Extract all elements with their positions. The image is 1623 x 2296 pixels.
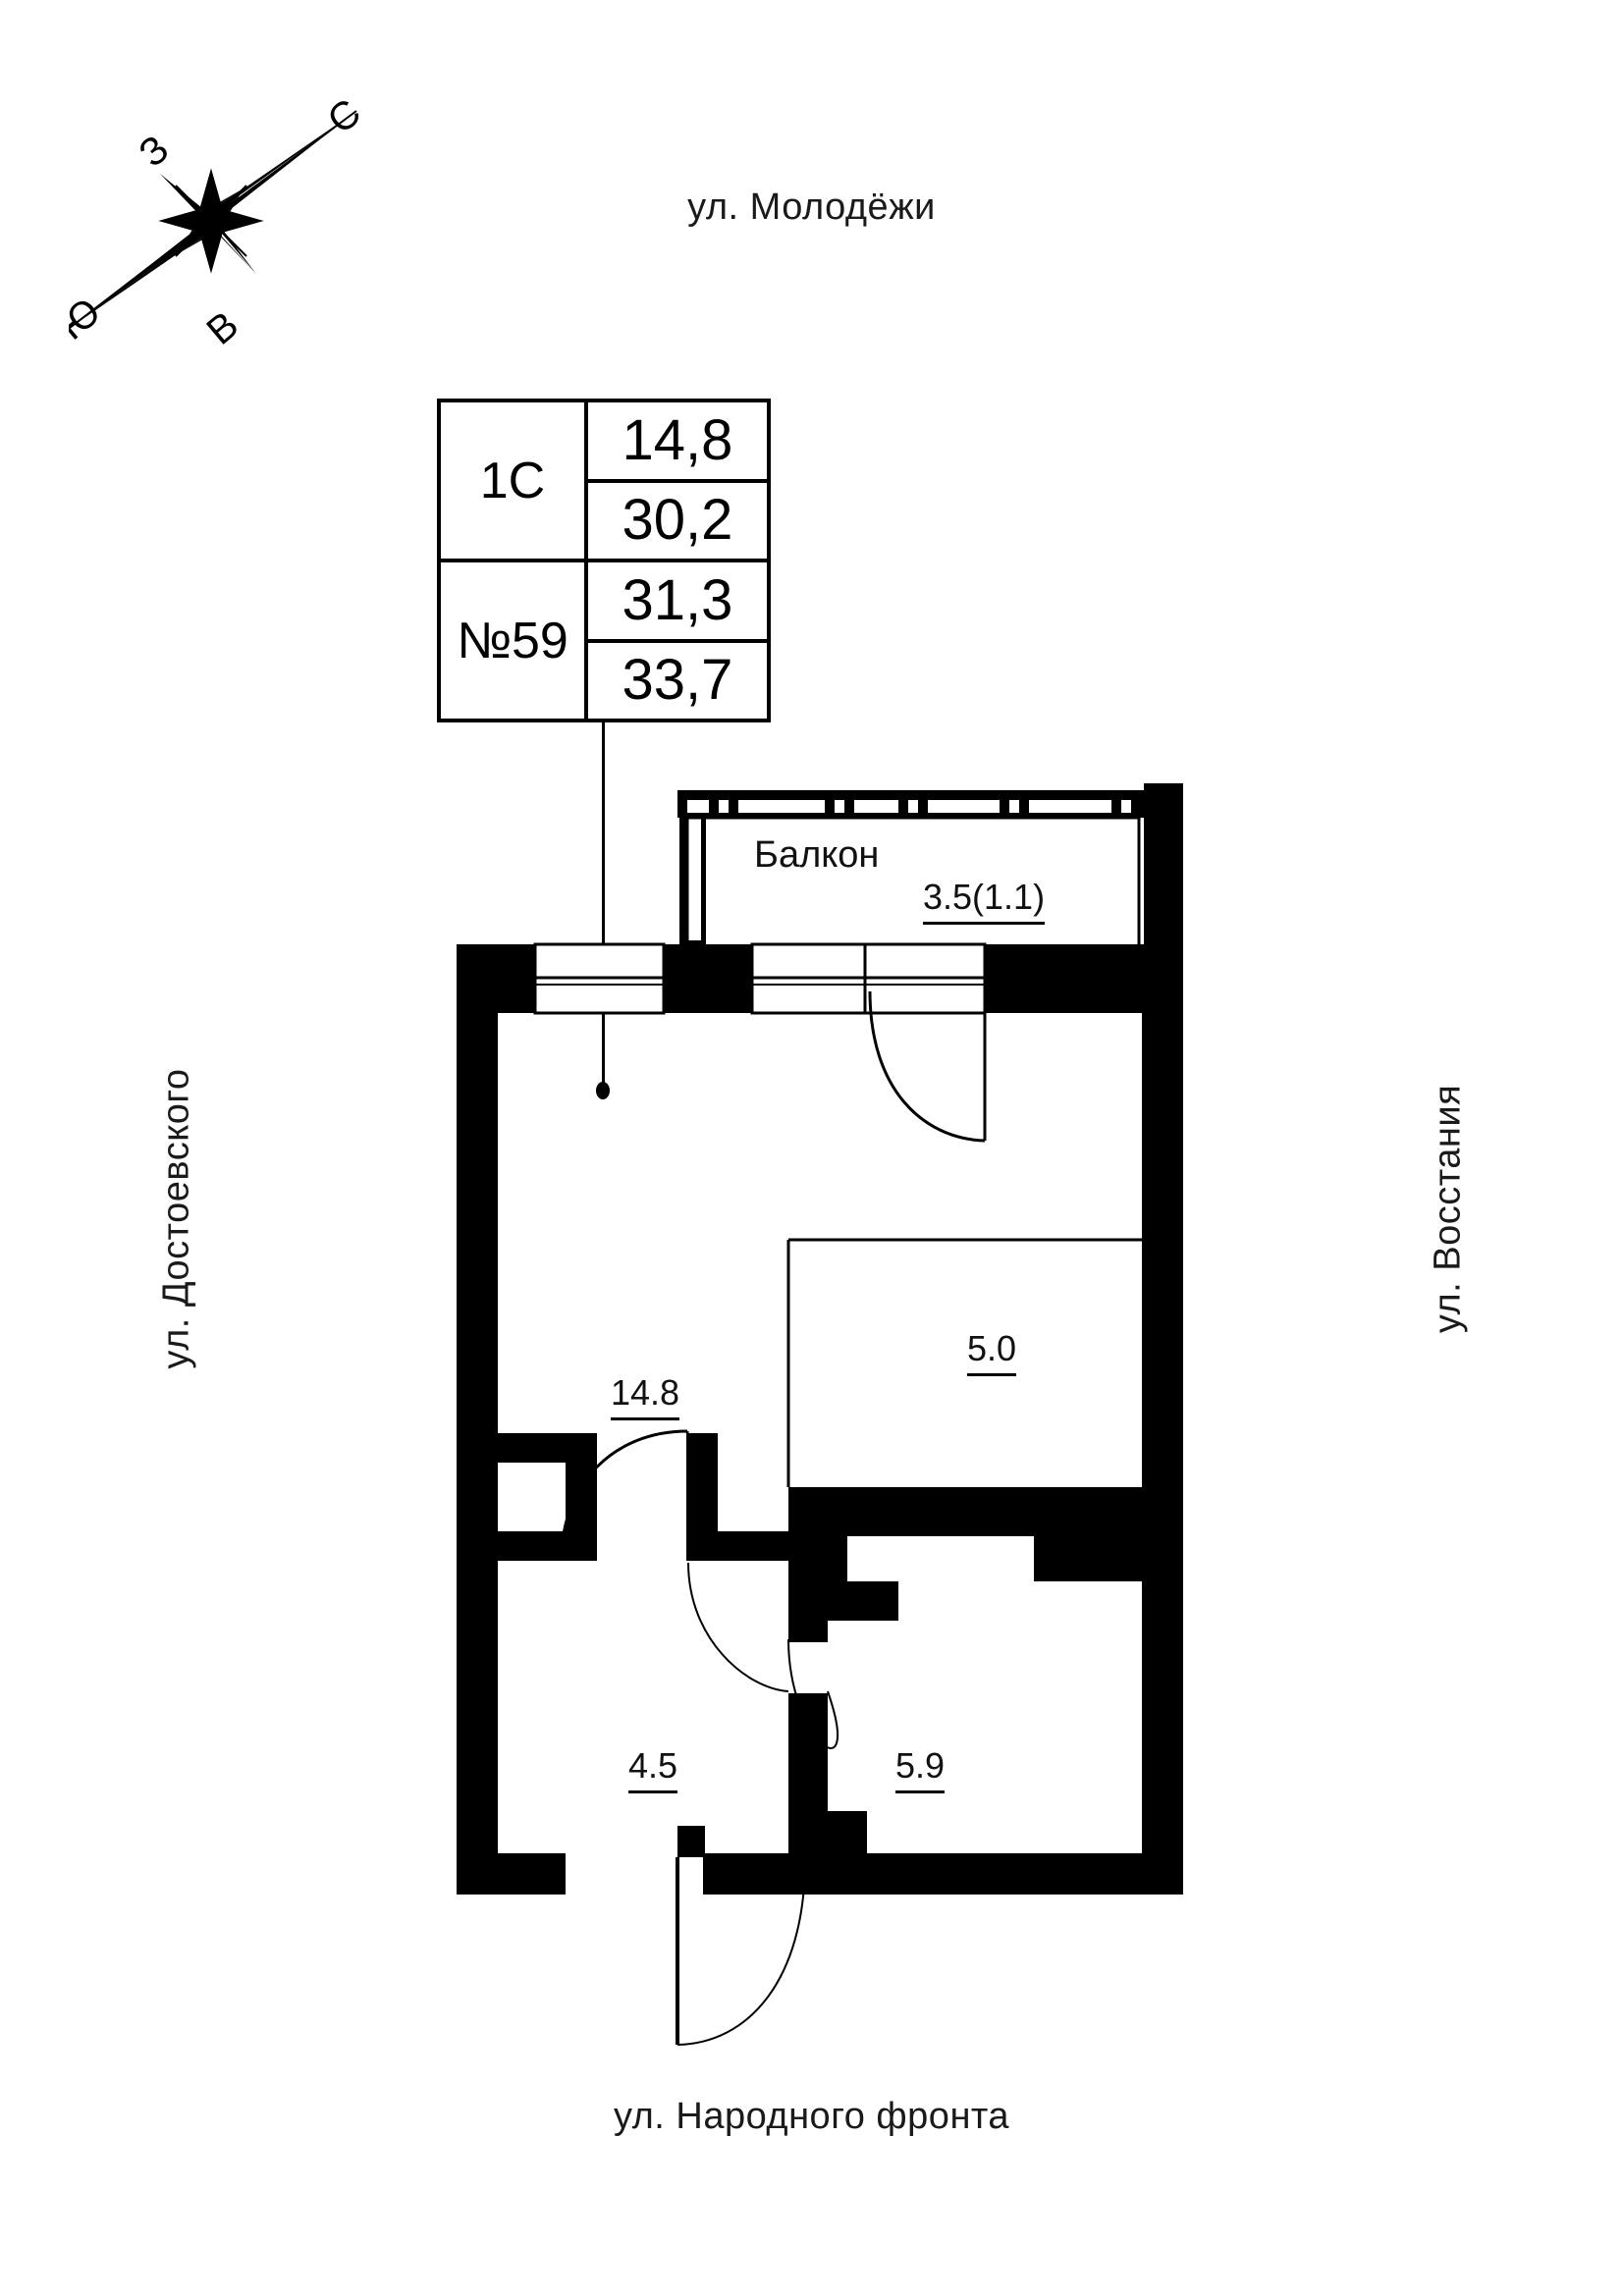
- compass-star-inner: [166, 176, 256, 266]
- partition-hall-left-stub: [498, 1433, 568, 1463]
- info-table-right-column: 14,8 30,2 31,3 33,7: [588, 402, 767, 719]
- street-label-top: ул. Молодёжи: [687, 187, 936, 228]
- balcony-mullion-f: [898, 790, 908, 818]
- balcony-mullion-j: [1111, 790, 1121, 818]
- partition-hall-span: [686, 1531, 788, 1561]
- leader-dot: [596, 1082, 610, 1099]
- wall-top-mid-block: [664, 944, 752, 1013]
- balcony-rail-top2: [677, 813, 1144, 818]
- wall-bottom-door-nib: [677, 1826, 705, 1857]
- wall-bottom-right: [703, 1853, 1183, 1895]
- leader-line: [602, 721, 605, 1092]
- balcony-rail-left: [679, 818, 688, 950]
- apartment-number-cell: №59: [457, 612, 568, 669]
- compass-star: [69, 110, 357, 330]
- info-table-left-column: 1С №59: [441, 402, 588, 719]
- wall-top-right-block: [985, 944, 1183, 1013]
- balcony-mullion-c: [729, 790, 738, 818]
- balcony-mullion-d: [825, 790, 835, 818]
- room-area-balcony: 3.5(1.1): [923, 877, 1046, 925]
- bathroom-wall-bottom-jog: [788, 1811, 867, 1860]
- balcony-wall-right: [1144, 783, 1183, 955]
- apartment-type-cell: 1С: [441, 402, 584, 562]
- balcony-mullion-i: [1019, 790, 1029, 818]
- partition-under-niche-span: [934, 1487, 1144, 1536]
- area-living-cell: 14,8: [588, 402, 767, 483]
- area-full-cell: 33,7: [622, 648, 733, 713]
- interior-walls: [498, 1238, 1144, 2046]
- room-area-main-room: 14.8: [611, 1372, 680, 1420]
- compass-needle-s: [69, 223, 215, 329]
- compass-rose: С З В Ю: [69, 88, 393, 373]
- room-label-balcony: Балкон: [754, 834, 880, 876]
- compass-svg: С З В Ю: [69, 91, 369, 353]
- wall-left: [457, 944, 498, 1895]
- balcony-group: [677, 783, 1183, 955]
- apartment-info-table: 1С №59 14,8 30,2 31,3 33,7: [437, 399, 771, 722]
- partition-under-niche-left-nib: [788, 1487, 847, 1581]
- balcony-mullion-a: [677, 790, 687, 818]
- compass-star-diag-outline: [175, 185, 247, 257]
- balcony-door-swing-arc: [868, 990, 986, 1143]
- compass-star-outline: [158, 168, 264, 274]
- balcony-rail-left2: [701, 818, 706, 950]
- wall-bottom-left: [457, 1853, 566, 1895]
- balcony-mullion-k: [1131, 790, 1144, 818]
- balcony-rail-top: [677, 790, 1144, 800]
- room-area-hall: 4.5: [628, 1745, 678, 1793]
- wall-top-left-block: [457, 944, 535, 1013]
- balcony-mullion-h: [1000, 790, 1009, 818]
- area-total-rooms-cell: 30,2: [588, 483, 767, 562]
- balcony-mullion-b: [709, 790, 719, 818]
- partition-hall-left-stub2: [498, 1531, 597, 1561]
- exterior-walls: [457, 944, 1183, 1895]
- balcony-mullion-e: [844, 790, 854, 818]
- main-room-door-arc-lower: [687, 1562, 789, 1692]
- top-windows: [533, 942, 987, 1143]
- main-room-door-arc-upper: [560, 1429, 688, 1560]
- wall-right: [1142, 944, 1183, 1895]
- area-with-balcony-coef-cell: 31,3: [588, 562, 767, 643]
- bathroom-wall-top-jog: [788, 1581, 898, 1621]
- room-area-kitchen-niche: 5.0: [967, 1328, 1017, 1376]
- entry-door-swing-arc: [676, 1858, 806, 2046]
- bathroom-door-swing-arc: [787, 1638, 839, 1749]
- balcony-mullion-g: [918, 790, 928, 818]
- street-label-bottom: ул. Народного фронта: [613, 2096, 1010, 2137]
- room-area-bathroom: 5.9: [895, 1745, 946, 1793]
